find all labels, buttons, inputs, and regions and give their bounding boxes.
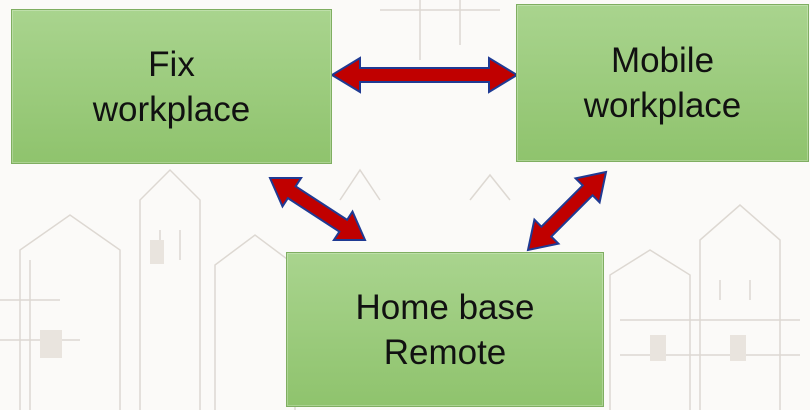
home-base-line1: Home base: [355, 287, 535, 327]
double-arrow-mobile-home: [526, 170, 608, 252]
fix-workplace-box: Fix workplace: [11, 9, 332, 164]
home-base-line2: Remote: [383, 332, 507, 372]
mobile-workplace-line2: workplace: [583, 86, 742, 125]
mobile-workplace-box: Mobile workplace: [516, 4, 809, 162]
mobile-workplace-line1: Mobile: [610, 41, 715, 80]
arrow-shape: [526, 170, 608, 252]
fix-workplace-line1: Fix: [148, 44, 195, 84]
double-arrow-fix-mobile: [330, 56, 519, 94]
arrow-shape: [268, 177, 367, 241]
arrow-shape: [330, 56, 519, 94]
fix-workplace-line2: workplace: [92, 89, 251, 129]
home-base-remote-box: Home base Remote: [286, 252, 604, 407]
double-arrow-fix-home: [268, 177, 367, 241]
